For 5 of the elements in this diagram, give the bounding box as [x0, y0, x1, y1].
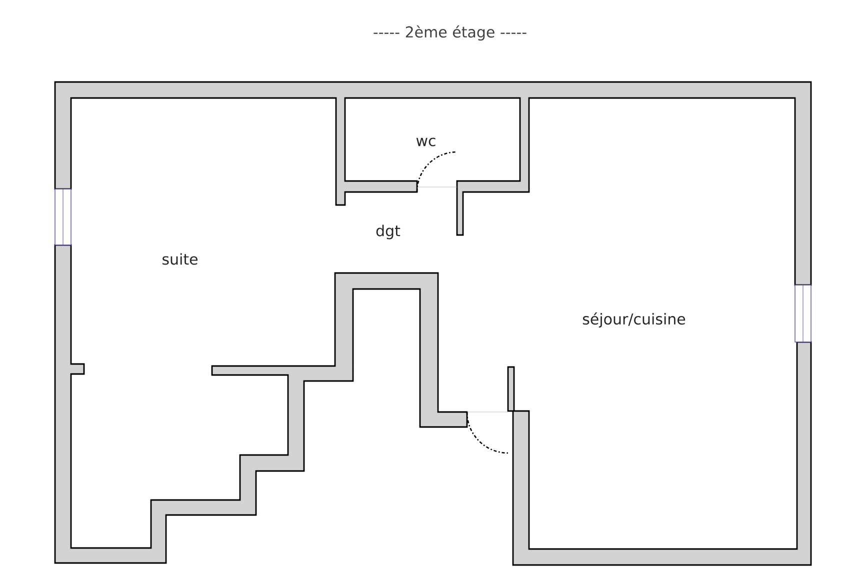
room-label: suite: [162, 253, 198, 265]
room-label: dgt: [376, 224, 400, 240]
title: ----- 2ème étage -----: [374, 25, 526, 41]
room-label: wc: [416, 138, 436, 146]
room-label: séjour/cuisine: [582, 312, 686, 328]
